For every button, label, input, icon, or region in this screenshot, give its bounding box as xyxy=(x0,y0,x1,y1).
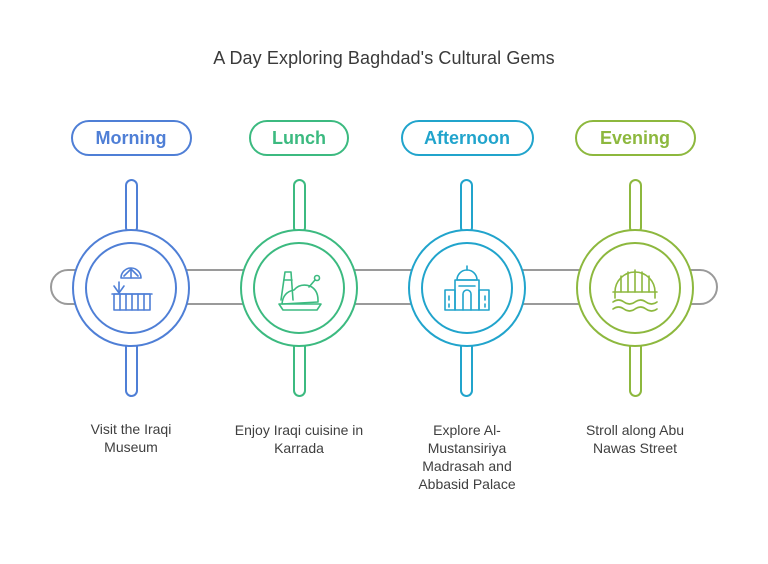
pill-evening xyxy=(575,120,696,156)
roast-chicken-icon xyxy=(278,271,322,311)
inner-ring-evening xyxy=(589,242,681,334)
pill-lunch xyxy=(249,120,349,156)
description-line: Madrasah and xyxy=(422,458,512,474)
stage-label-morning: Morning xyxy=(96,128,167,148)
description-line: Abbasid Palace xyxy=(418,476,516,492)
stage-label-afternoon: Afternoon xyxy=(424,128,510,148)
pill-afternoon xyxy=(401,120,534,156)
stage-morning xyxy=(71,120,192,397)
inner-ring-lunch xyxy=(253,242,345,334)
connector-bottom-morning xyxy=(125,340,138,397)
page-title: A Day Exploring Baghdad's Cultural Gems xyxy=(213,48,555,68)
description-line: Museum xyxy=(104,439,158,455)
stage-label-lunch: Lunch xyxy=(272,128,326,148)
timeline-bar xyxy=(50,269,718,305)
stage-evening xyxy=(575,120,696,397)
description-line: Nawas Street xyxy=(592,440,678,456)
connector-top-afternoon xyxy=(460,179,473,234)
description-line: Enjoy Iraqi cuisine in xyxy=(234,422,364,438)
connector-bottom-afternoon xyxy=(460,340,473,397)
stage-label-evening: Evening xyxy=(600,128,670,148)
outer-ring-morning xyxy=(72,229,190,347)
description-line: Stroll along Abu xyxy=(585,422,685,438)
description-lunch: Enjoy Iraqi cuisine in Karrada xyxy=(224,421,374,457)
stage-lunch xyxy=(240,120,358,397)
description-line: Mustansiriya xyxy=(427,440,507,456)
connector-top-lunch xyxy=(293,179,306,234)
inner-ring-morning xyxy=(85,242,177,334)
description-evening: Stroll along Abu Nawas Street xyxy=(560,421,710,457)
stage-afternoon xyxy=(401,120,534,397)
pill-morning xyxy=(71,120,192,156)
connector-top-morning xyxy=(125,179,138,234)
outer-ring-afternoon xyxy=(408,229,526,347)
description-line: Explore Al- xyxy=(433,422,501,438)
inner-ring-afternoon xyxy=(421,242,513,334)
museum-icon xyxy=(111,267,153,311)
connector-bottom-lunch xyxy=(293,340,306,397)
description-afternoon: Explore Al- Mustansiriya Madrasah and Ab… xyxy=(392,421,542,493)
description-line: Karrada xyxy=(274,440,324,456)
palace-icon xyxy=(444,265,490,311)
connector-top-evening xyxy=(629,179,642,234)
bridge-river-icon xyxy=(612,269,658,312)
connector-bottom-evening xyxy=(629,340,642,397)
description-morning: Visit the Iraqi Museum xyxy=(56,420,206,456)
outer-ring-lunch xyxy=(240,229,358,347)
description-line: Visit the Iraqi xyxy=(90,421,172,437)
